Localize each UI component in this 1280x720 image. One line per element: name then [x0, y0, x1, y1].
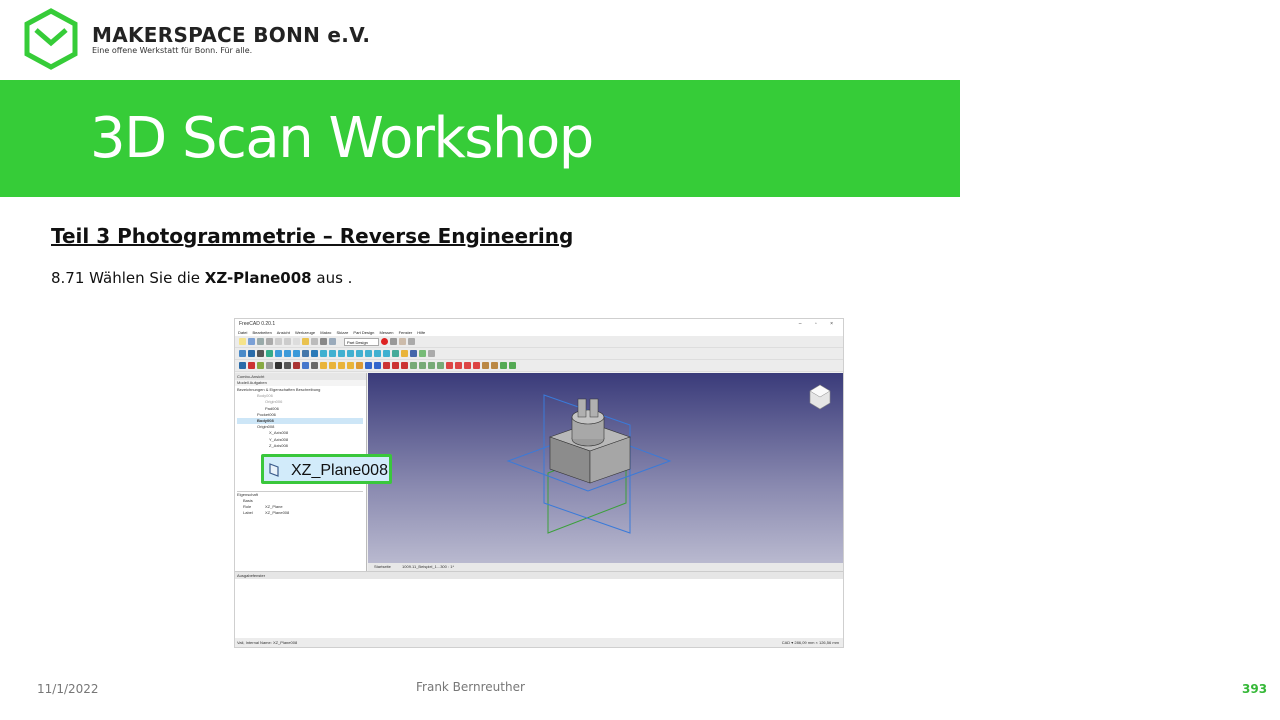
freecad-titlebar: FreeCAD 0.20.1 – ▫ ×	[235, 319, 843, 329]
instruction-target: XZ-Plane008	[204, 269, 312, 287]
document-tabs: Startseite 1009.11_Beispiel_1...300 : 1*	[368, 563, 843, 571]
combo-view-tabs: Modell Aufgaben	[235, 380, 366, 386]
menu-item: Makro	[320, 330, 332, 335]
freecad-statusbar: Vali, Internal Name: XZ_Plane008 CAD ▾ 2…	[235, 638, 843, 647]
footer-author: Frank Bernreuther	[416, 680, 525, 694]
workbench-selector: Part Design	[344, 338, 379, 346]
freecad-screenshot: FreeCAD 0.20.1 – ▫ × Datei Bearbeiten An…	[234, 318, 844, 648]
freecad-window-title: FreeCAD 0.20.1	[239, 321, 276, 327]
model-tree: Bezeichnungen & Eigenschaften Beschreibu…	[237, 387, 363, 449]
toolbar-icons	[239, 362, 516, 370]
xz-plane-callout: XZ_Plane008	[261, 454, 392, 484]
freecad-toolbar-3	[235, 360, 843, 372]
tree-item[interactable]: Pad006	[265, 405, 279, 411]
props-title: Eigenschaft	[237, 492, 258, 497]
callout-label: XZ_Plane008	[291, 462, 388, 479]
freecad-toolbar-2	[235, 348, 843, 360]
3d-model-render	[506, 384, 831, 534]
status-dimensions: CAD ▾ 286,09 mm × 126,56 mm	[781, 640, 839, 645]
tree-item[interactable]: Origin008	[257, 424, 275, 430]
toolbar-icons	[239, 350, 435, 358]
doc-tab[interactable]: Startseite	[374, 564, 391, 569]
page-number: 393	[1242, 682, 1268, 696]
window-controls: – ▫ ×	[798, 321, 839, 327]
instruction-suffix: aus .	[311, 269, 353, 287]
slide-title: 3D Scan Workshop	[90, 106, 594, 171]
tree-item[interactable]: Z_Axis008	[269, 442, 288, 448]
menu-item: Datei	[238, 330, 248, 335]
instruction-prefix: 8.71 Wählen Sie die	[51, 269, 205, 287]
menu-item: Messen	[379, 330, 394, 335]
brand-name: MAKERSPACE BONN e.V.	[92, 23, 371, 47]
menu-item: Part Design	[353, 330, 375, 335]
tree-header: Bezeichnungen & Eigenschaften Beschreibu…	[237, 387, 321, 392]
menu-item: Hilfe	[417, 330, 426, 335]
brand-tagline: Eine offene Werkstatt für Bonn. Für alle…	[92, 46, 253, 55]
menu-item: Bearbeiten	[252, 330, 272, 335]
tree-item[interactable]: Pocket006	[257, 411, 276, 417]
menu-item: Skizze	[336, 330, 349, 335]
instruction-text: 8.71 Wählen Sie die XZ-Plane008 aus .	[51, 269, 352, 287]
title-band: 3D Scan Workshop	[0, 80, 960, 197]
tree-item[interactable]: Y_Axis008	[269, 436, 289, 442]
freecad-menubar: Datei Bearbeiten Ansicht Werkzeuge Makro…	[235, 329, 843, 336]
plane-icon	[269, 463, 279, 477]
doc-tab-active[interactable]: 1009.11_Beispiel_1...300 : 1*	[402, 564, 454, 569]
tree-item-selected[interactable]: Body008	[237, 417, 363, 425]
section-heading: Teil 3 Photogrammetrie – Reverse Enginee…	[51, 224, 574, 248]
footer-date: 11/1/2022	[37, 682, 99, 696]
menu-item: Ansicht	[276, 330, 290, 335]
3d-viewport	[368, 373, 843, 563]
makerspace-logo-icon	[24, 8, 78, 70]
menu-item: Werkzeuge	[294, 330, 316, 335]
status-text: Vali, Internal Name: XZ_Plane008	[237, 640, 298, 645]
prop-row: Basis	[243, 498, 253, 503]
freecad-toolbar-1: Part Design	[235, 336, 843, 348]
tree-item[interactable]: X_Axis008	[269, 430, 289, 436]
tree-item[interactable]: Body006	[257, 393, 273, 399]
report-view: Ausgabefenster	[235, 571, 843, 639]
combo-view-title: Combo-Ansicht	[235, 373, 366, 380]
menu-item: Fenster	[398, 330, 413, 335]
toolbar-icons: Part Design	[239, 338, 415, 346]
tree-item[interactable]: Origin006	[265, 399, 283, 405]
report-view-title: Ausgabefenster	[235, 572, 843, 579]
